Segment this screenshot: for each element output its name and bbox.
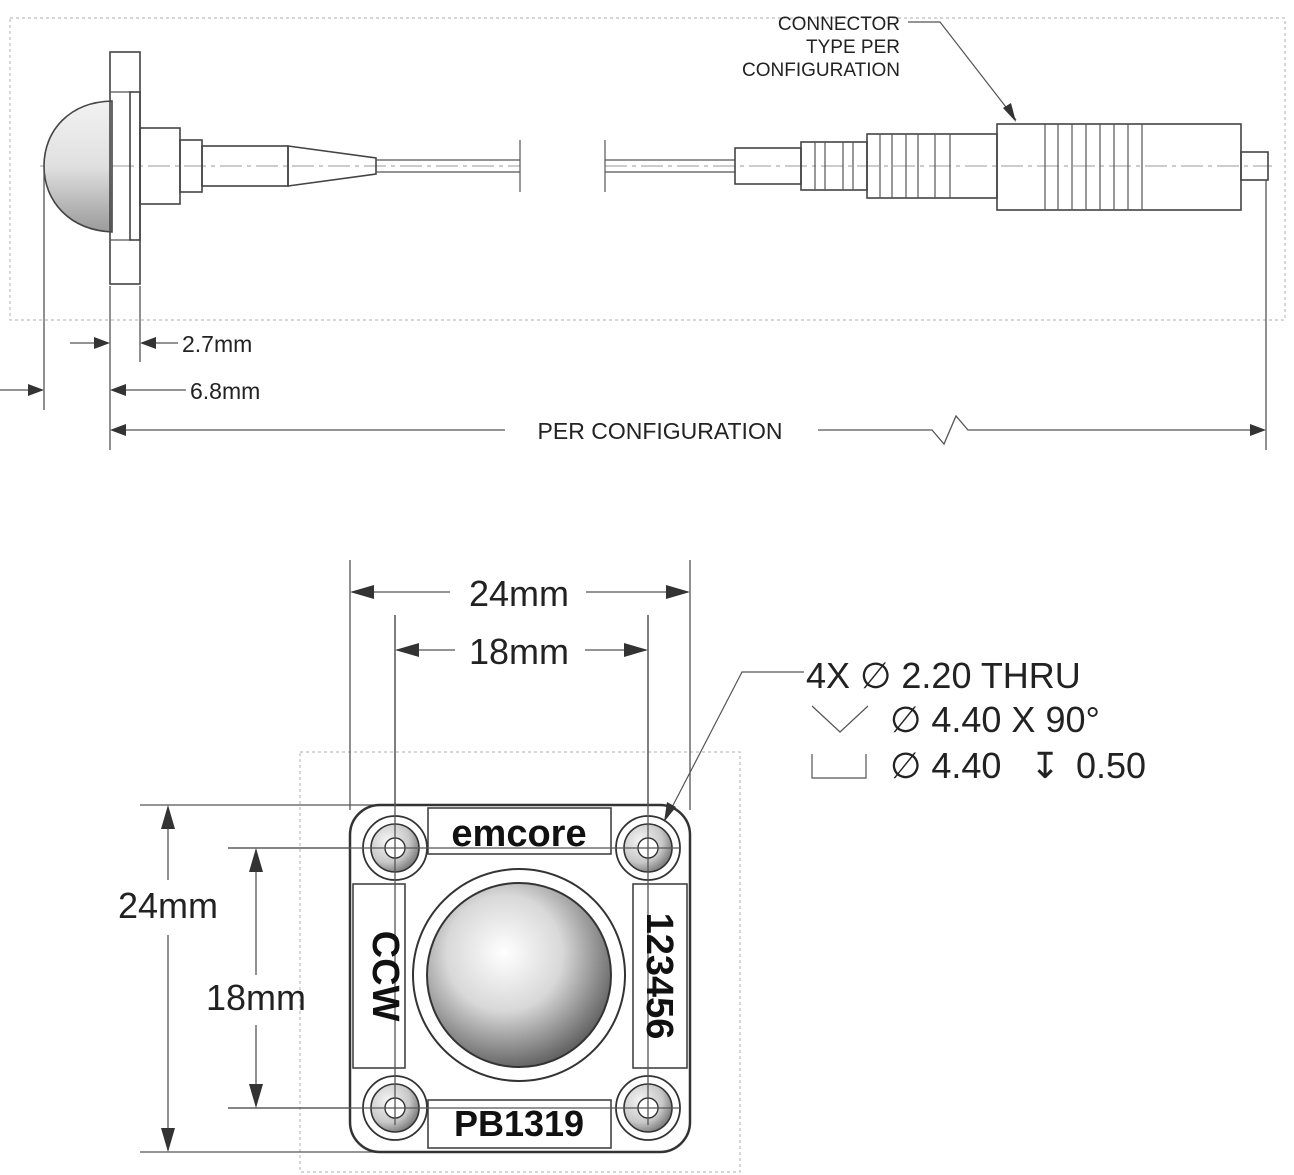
countersink-symbol <box>811 705 869 733</box>
fiber-connector <box>734 123 1269 211</box>
rotation-label: CCW <box>364 931 406 1022</box>
connector-note-line-1: CONNECTOR <box>778 14 900 35</box>
label-window-top <box>427 807 612 855</box>
dim-dome-height: 6.8mm <box>0 378 260 404</box>
svg-text:18mm: 18mm <box>469 631 569 672</box>
callout-line-3b: 0.50 <box>1076 745 1146 786</box>
connector-note-line-2: TYPE PER <box>806 37 900 58</box>
callout-line-3a: ∅ 4.40 <box>890 745 1001 786</box>
leader-arrowhead <box>664 802 676 822</box>
svg-text:PER CONFIGURATION: PER CONFIGURATION <box>538 418 783 444</box>
label-window-right <box>632 883 688 1069</box>
front-view-frame <box>299 751 741 1173</box>
side-view: CONNECTOR TYPE PER CONFIGURATION 2.7mm 6… <box>0 14 1286 450</box>
connector-note-line-3: CONFIGURATION <box>742 60 900 81</box>
connector-leader <box>908 21 1017 121</box>
label-window-bottom <box>427 1099 612 1149</box>
svg-text:24mm: 24mm <box>118 885 218 926</box>
strain-relief-taper <box>287 145 377 187</box>
label-window-left <box>352 883 406 1069</box>
callout-line-2: ∅ 4.40 X 90° <box>890 699 1100 740</box>
part-number-label: PB1319 <box>454 1103 584 1144</box>
hole-callout-leader <box>667 671 804 816</box>
dim-width-inner: 18mm <box>395 631 648 672</box>
side-view-frame <box>9 17 1286 321</box>
callout-line-1: 4X ∅ 2.20 THRU <box>806 655 1081 696</box>
svg-text:2.7mm: 2.7mm <box>182 331 252 357</box>
leader-arrowhead <box>1003 103 1016 122</box>
counterbore-symbol <box>811 754 867 779</box>
mounting-flange <box>109 51 141 285</box>
dome-lens <box>43 100 113 233</box>
dome-lens <box>426 882 612 1068</box>
dim-flange-thickness: 2.7mm <box>70 331 252 357</box>
dim-height-outer: 24mm <box>118 805 218 1152</box>
dim-overall-length: PER CONFIGURATION <box>110 414 1266 446</box>
svg-text:24mm: 24mm <box>469 573 569 614</box>
front-view: 24mm 18mm 24mm 18mm <box>118 560 1146 1173</box>
dim-height-inner: 18mm <box>206 848 306 1108</box>
dim-width-outer: 24mm <box>350 573 690 614</box>
hole-callout: 4X ∅ 2.20 THRU ∅ 4.40 X 90° ∅ 4.40 ↧ 0.5… <box>806 655 1146 786</box>
svg-text:6.8mm: 6.8mm <box>190 378 260 404</box>
svg-text:18mm: 18mm <box>206 977 306 1018</box>
brand-label: emcore <box>451 813 586 855</box>
depth-symbol: ↧ <box>1030 745 1060 786</box>
serial-number-label: 123456 <box>638 913 680 1040</box>
